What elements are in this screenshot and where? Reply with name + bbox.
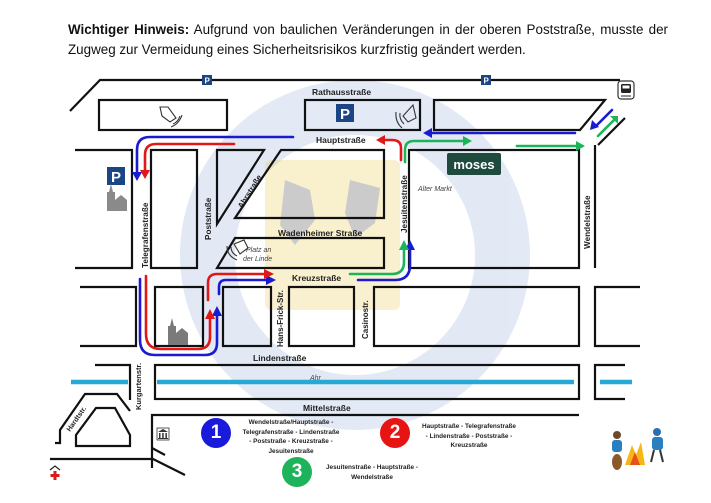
label-alter-markt: Alter Markt	[417, 186, 453, 193]
parking-icon-small-right: P	[481, 75, 491, 86]
loudspeaker-icon-linde	[226, 239, 249, 261]
notice-prefix: Wichtiger Hinweis:	[68, 22, 190, 37]
label-rathausstrasse: Rathausstraße	[312, 87, 371, 97]
label-kreuzstrasse: Kreuzstraße	[292, 273, 341, 283]
watermark-coat-of-arms	[265, 160, 400, 310]
route-1-badge: 1	[201, 418, 231, 448]
route-2-badge: 2	[380, 418, 410, 448]
church-icon-telegrafen	[107, 184, 127, 211]
route-2-description: Hauptstraße - Telegrafenstraße - Lindens…	[422, 423, 516, 449]
loudspeaker-icon-left	[159, 106, 183, 128]
route-3-badge: 3	[282, 457, 312, 487]
label-hauptstrasse: Hauptstraße	[316, 135, 366, 145]
label-kurgartenstr: Kurgartenstr.	[134, 363, 143, 410]
label-telegrafenstrasse: Telegrafenstraße	[141, 202, 150, 268]
svg-text:P: P	[340, 106, 350, 123]
route-1-blue-lower	[138, 277, 219, 357]
label-casinostr: Casinostr.	[361, 300, 370, 339]
route-3-green	[348, 246, 406, 276]
street-blocks	[50, 78, 640, 476]
svg-text:P: P	[111, 169, 121, 186]
svg-text:P: P	[205, 77, 211, 86]
watermark-seal	[180, 80, 530, 430]
label-ahr: Ahr	[309, 375, 322, 382]
label-poststrasse: Poststraße	[204, 197, 213, 240]
label-wendelstrasse: Wendelstraße	[583, 195, 592, 249]
train-icon	[617, 80, 635, 100]
label-hardtstr: Hardtstr.	[66, 406, 88, 434]
label-hans-frick-str: Hans-Frick-Str.	[276, 290, 285, 347]
label-platz-an-der-linde-2: der Linde	[243, 256, 272, 263]
route-1-description: Wendelstraße/Hauptstraße - Telegrafenstr…	[242, 419, 340, 455]
label-platz-an-der-linde-1: Platz an	[246, 247, 271, 254]
moses-sign: moses	[447, 153, 501, 175]
route-2-red	[143, 142, 236, 176]
campfire-dancers-illustration	[612, 428, 664, 470]
svg-text:P: P	[484, 77, 490, 86]
route-3-description: Jesuitenstraße - Hauptstraße - Wendelstr…	[326, 464, 418, 481]
route-1-blue	[135, 135, 295, 178]
label-mittelstrasse: Mittelstraße	[303, 403, 351, 413]
important-notice: Wichtiger Hinweis: Aufgrund von bauliche…	[68, 20, 668, 60]
label-jesuitenstrasse: Jesuitenstraße	[400, 175, 409, 233]
label-lindenstrasse: Lindenstraße	[253, 353, 307, 363]
notice-text: Aufgrund von baulichen Veränderungen in …	[68, 22, 668, 57]
parking-icon-small-left: P	[202, 75, 212, 86]
hospital-icon	[49, 465, 61, 480]
label-wadenheimer-strasse: Wadenheimer Straße	[278, 228, 363, 238]
church-icon-linden	[168, 318, 188, 345]
loudspeaker-icon-right	[395, 103, 417, 129]
parking-icon-telegrafen: P	[107, 167, 125, 186]
museum-icon	[156, 427, 170, 441]
parking-icon-rathaus: P	[336, 104, 354, 123]
